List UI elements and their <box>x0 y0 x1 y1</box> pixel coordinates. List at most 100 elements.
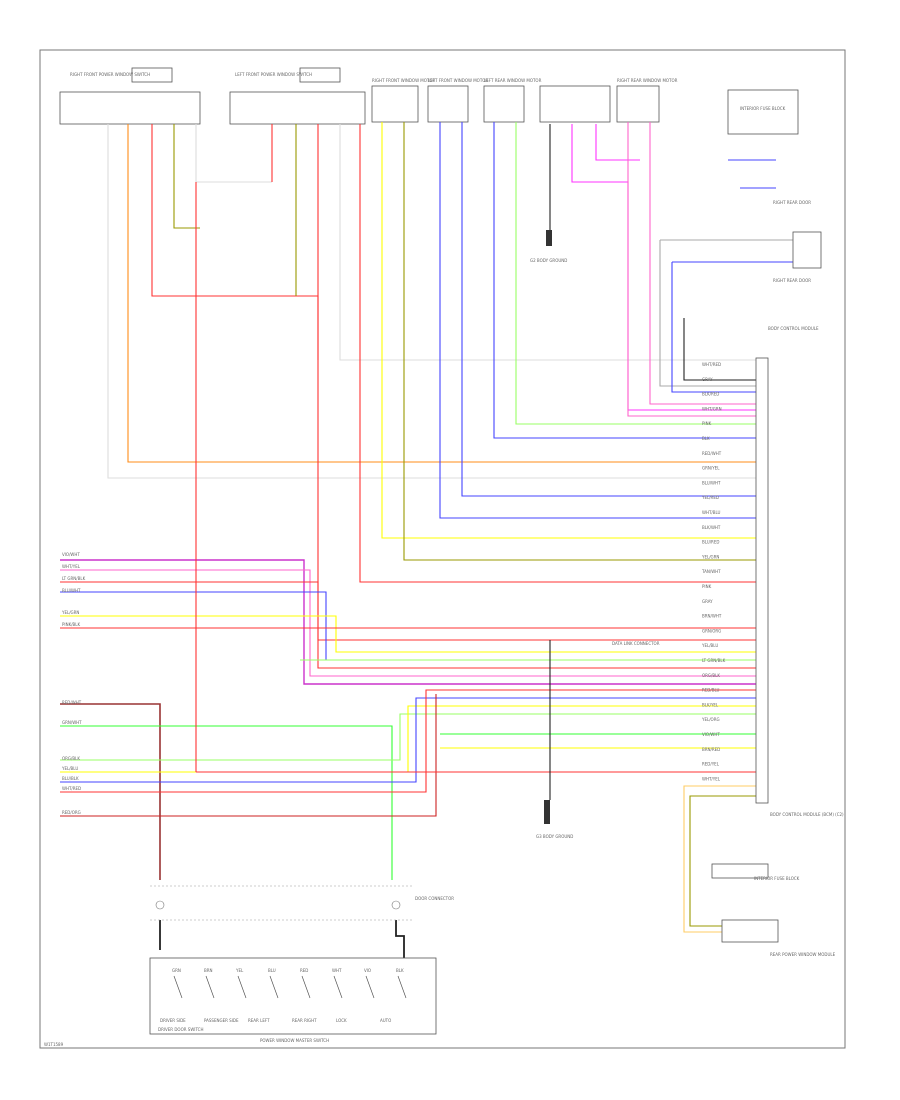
ground-g2: G2 BODY GROUND <box>530 230 567 263</box>
connector-pin-label: RED/BLU <box>702 688 720 693</box>
wire-blue-right <box>671 262 756 393</box>
left-wire-label: LT GRN/BLK <box>62 576 86 581</box>
page-code: W1T1589 <box>44 1042 64 1047</box>
wire-orange <box>127 124 756 463</box>
wire-violet-1 <box>60 559 756 685</box>
switch-pin-label: GRN <box>172 968 181 973</box>
wire-pink-2 <box>60 569 756 677</box>
top-right-junction: INTERIOR FUSE BLOCK <box>727 89 799 135</box>
lf-window-motor-label: LEFT FRONT WINDOW MOTOR <box>428 78 488 83</box>
ground-g2-symbol <box>546 230 552 246</box>
bottom-connector-label: DOOR CONNECTOR <box>415 896 454 901</box>
switch-function-label: REAR RIGHT <box>292 1018 317 1023</box>
ground-g2-label: G2 BODY GROUND <box>530 258 567 263</box>
rr-door-label-2: RIGHT REAR DOOR <box>773 278 811 283</box>
wire-red-13 <box>60 689 756 793</box>
switch-contact <box>397 975 407 999</box>
rr-window-motor-group: RIGHT REAR WINDOW MOTOR <box>539 78 678 123</box>
switch-contact <box>365 975 375 999</box>
data-link-splice: DATA LINK CONNECTOR G3 BODY GROUND <box>536 641 660 839</box>
rf-window-motor-label: RIGHT FRONT WINDOW MOTOR <box>372 78 435 83</box>
connector-pin-label: BLK/RED <box>702 392 719 397</box>
connector-pin-labels: WHT/REDGRAYBLK/REDWHT/GRNPINKBLKRED/WHTG… <box>701 362 726 781</box>
rr-door-label: RIGHT REAR DOOR <box>773 200 811 205</box>
splice-label: DATA LINK CONNECTOR <box>612 641 660 646</box>
connector-pin-label: ORG/BLK <box>702 673 720 678</box>
connector-pin-label: WHT/RED <box>702 362 721 367</box>
rr-window-motor-label: RIGHT REAR WINDOW MOTOR <box>617 78 678 83</box>
connector-pin-label: GRAY <box>702 599 713 604</box>
wire-yellow-rf <box>381 122 756 539</box>
connector-pin-label: YEL/GRN <box>701 554 719 559</box>
connector-pin-label: BRN/RED <box>702 747 720 752</box>
left-wire-label: RED/WHT <box>62 700 82 705</box>
wire-blue-lf1 <box>439 122 756 519</box>
ground-mid-symbol <box>544 800 550 824</box>
connector-pin-label: BLU/WHT <box>702 480 721 485</box>
left-front-switch-title: LEFT FRONT POWER WINDOW SWITCH <box>235 72 312 77</box>
bottom-module-name: DRIVER DOOR SWITCH <box>158 1027 203 1032</box>
connector-pin-label: PINK <box>702 584 712 589</box>
bcm-top-label: BODY CONTROL MODULE <box>768 326 819 331</box>
left-wire-label: ORG/BLK <box>62 756 80 761</box>
wire-black-bottom2 <box>395 920 405 958</box>
bottom-door-connector: DOOR CONNECTOR <box>150 885 454 921</box>
switch-contact <box>205 975 215 999</box>
wire-olive-rf <box>403 122 756 561</box>
switch-function-label: DRIVER SIDE <box>160 1018 186 1023</box>
wire-magenta-rr2 <box>595 124 640 161</box>
switch-contact <box>173 975 183 999</box>
bottom-right-junction-label: INTERIOR FUSE BLOCK <box>754 876 800 881</box>
bcm-connector: BODY CONTROL MODULE WHT/RED GRAY BLK/RED WH… <box>701 326 844 817</box>
top-right-junction-label: INTERIOR FUSE BLOCK <box>740 106 786 111</box>
wire-gray-sw2 <box>339 124 756 361</box>
connector-pin-label: LT GRN/BLK <box>702 658 726 663</box>
connector-pin-label: GRN/ORG <box>702 628 721 633</box>
connector-pin-label: YEL/BLU <box>701 643 718 648</box>
left-wire-label: WHT/YEL <box>62 564 81 569</box>
switch-function-label: LOCK <box>336 1018 347 1023</box>
wire-gray-left <box>107 124 756 479</box>
wire-black-box <box>683 318 756 381</box>
wire-tan-bottom <box>683 785 756 933</box>
wire-green-9 <box>60 725 393 880</box>
connector-pin-label: TAN/WHT <box>701 569 721 574</box>
switch-contact <box>269 975 279 999</box>
connector-pin-label: WHT/BLU <box>702 510 721 515</box>
connector-pin-label: BLK <box>702 436 710 441</box>
switch-function-label: AUTO <box>380 1018 391 1023</box>
wire-gray-right1 <box>659 240 756 387</box>
wire-pink-rr4 <box>649 122 756 405</box>
wire-lime-lr <box>515 122 756 425</box>
wire-layer <box>60 122 793 958</box>
left-wire-label: BLU/WHT <box>62 588 81 593</box>
connector-pin-label: RED/YEL <box>702 762 720 767</box>
rear-right-module: REAR POWER WINDOW MODULE <box>721 919 836 957</box>
wire-lime-10 <box>60 713 756 761</box>
switch-contact <box>237 975 247 999</box>
left-wire-label: GRN/WHT <box>62 720 82 725</box>
left-wire-label: VIO/WHT <box>62 552 80 557</box>
connector-pin-label: BRN/WHT <box>702 614 722 619</box>
switch-contact <box>333 975 343 999</box>
switch-function-label: REAR LEFT <box>248 1018 270 1023</box>
wire-olive-bottom <box>689 795 756 927</box>
connector-pin-label: RED/WHT <box>702 451 722 456</box>
lr-window-motor-label: LEFT REAR WINDOW MOTOR <box>484 78 542 83</box>
wire-yellow-5 <box>60 615 756 653</box>
right-front-switch: RIGHT FRONT POWER WINDOW SWITCH <box>59 67 201 125</box>
wire-blue-lr <box>493 122 756 439</box>
switch-pin-label: BLK <box>396 968 404 973</box>
switch-pin-label: RED <box>300 968 308 973</box>
switch-pin-label: YEL <box>235 968 244 973</box>
rr-door-connector: RIGHT REAR DOOR RIGHT REAR DOOR <box>773 200 822 283</box>
right-front-switch-title: RIGHT FRONT POWER WINDOW SWITCH <box>70 72 150 77</box>
wire-blue-lf2 <box>461 122 756 497</box>
left-wire-label: YEL/BLU <box>61 766 78 771</box>
wire-red-3 <box>60 581 756 669</box>
bottom-right-junction: INTERIOR FUSE BLOCK <box>711 863 800 881</box>
wire-red-sw2c <box>359 124 756 583</box>
